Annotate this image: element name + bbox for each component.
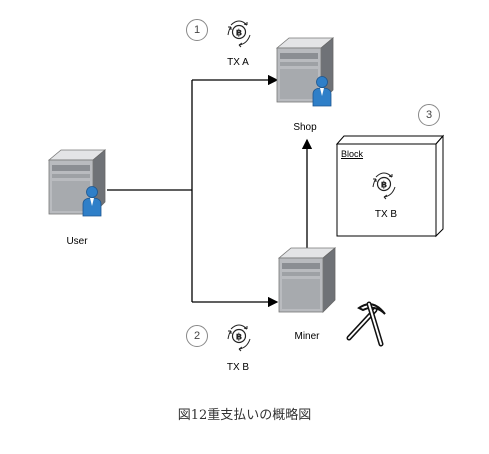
step-1-badge: 1 bbox=[186, 19, 208, 41]
miner-label: Miner bbox=[294, 331, 320, 342]
block-box bbox=[335, 134, 445, 238]
block-tx-label: TX B bbox=[374, 209, 398, 220]
step-3-badge: 3 bbox=[418, 104, 440, 126]
pickaxe-icon bbox=[346, 301, 386, 347]
tx-b-label: TX B bbox=[226, 362, 250, 373]
block-title: Block bbox=[341, 149, 364, 159]
step-2-badge: 2 bbox=[186, 325, 208, 347]
connector-lines bbox=[107, 74, 313, 308]
tx-b-bitcoin-icon bbox=[227, 324, 251, 352]
tx-a-bitcoin-icon bbox=[227, 20, 251, 48]
shop-label: Shop bbox=[293, 122, 317, 133]
figure-caption: 図12重支払いの概略図 bbox=[177, 408, 312, 423]
tx-a-label: TX A bbox=[227, 57, 249, 68]
user-label: User bbox=[66, 236, 88, 247]
miner-server-icon bbox=[278, 247, 336, 313]
